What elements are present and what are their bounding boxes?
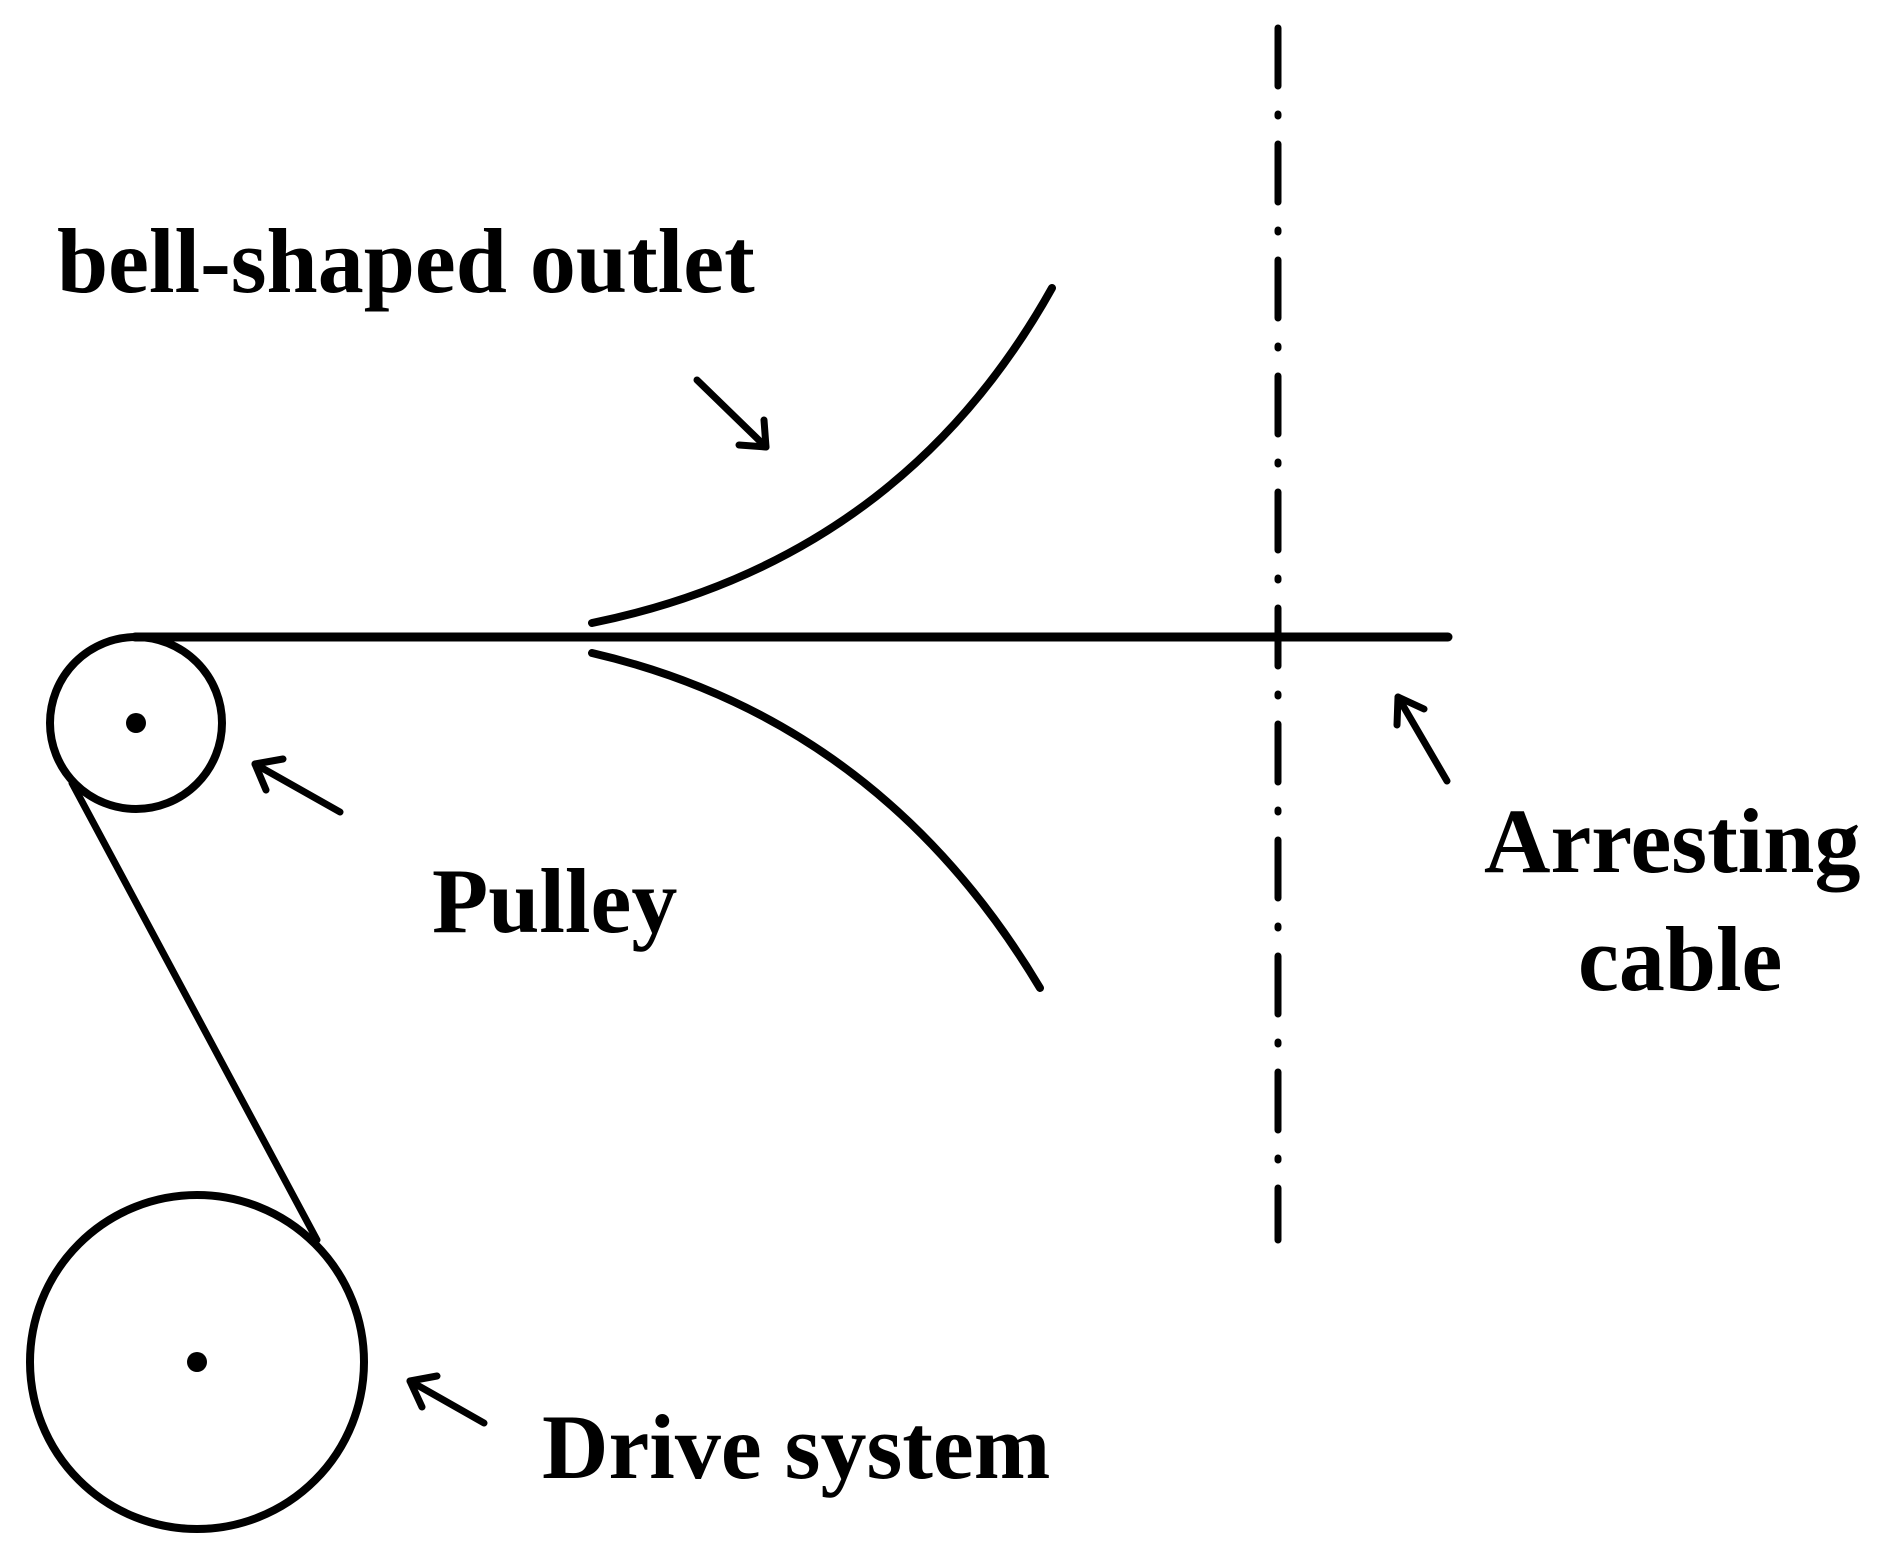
pulley-axle-dot <box>126 713 146 733</box>
bell-shaped-outlet-label: bell-shaped outlet <box>57 210 755 312</box>
arresting-label: Arresting <box>1484 790 1860 892</box>
drive-system-label: Drive system <box>542 1396 1050 1498</box>
pulley-label: Pulley <box>432 850 677 952</box>
drive-system-axle-dot <box>187 1352 207 1372</box>
pulley-pointer-arrow <box>251 755 344 816</box>
bell-outlet-lower-curve <box>588 649 1044 992</box>
drive-system-pointer-arrow <box>406 1372 488 1427</box>
bell-outlet-pointer-arrow <box>693 376 770 451</box>
bell-outlet-upper-curve <box>588 284 1056 627</box>
drive-belt <box>68 779 321 1244</box>
arresting-cable-pointer-arrow <box>1393 693 1451 785</box>
drive-system-wheel <box>26 1191 368 1533</box>
cable-label: cable <box>1578 908 1782 1010</box>
pulley-wheel <box>46 633 226 813</box>
